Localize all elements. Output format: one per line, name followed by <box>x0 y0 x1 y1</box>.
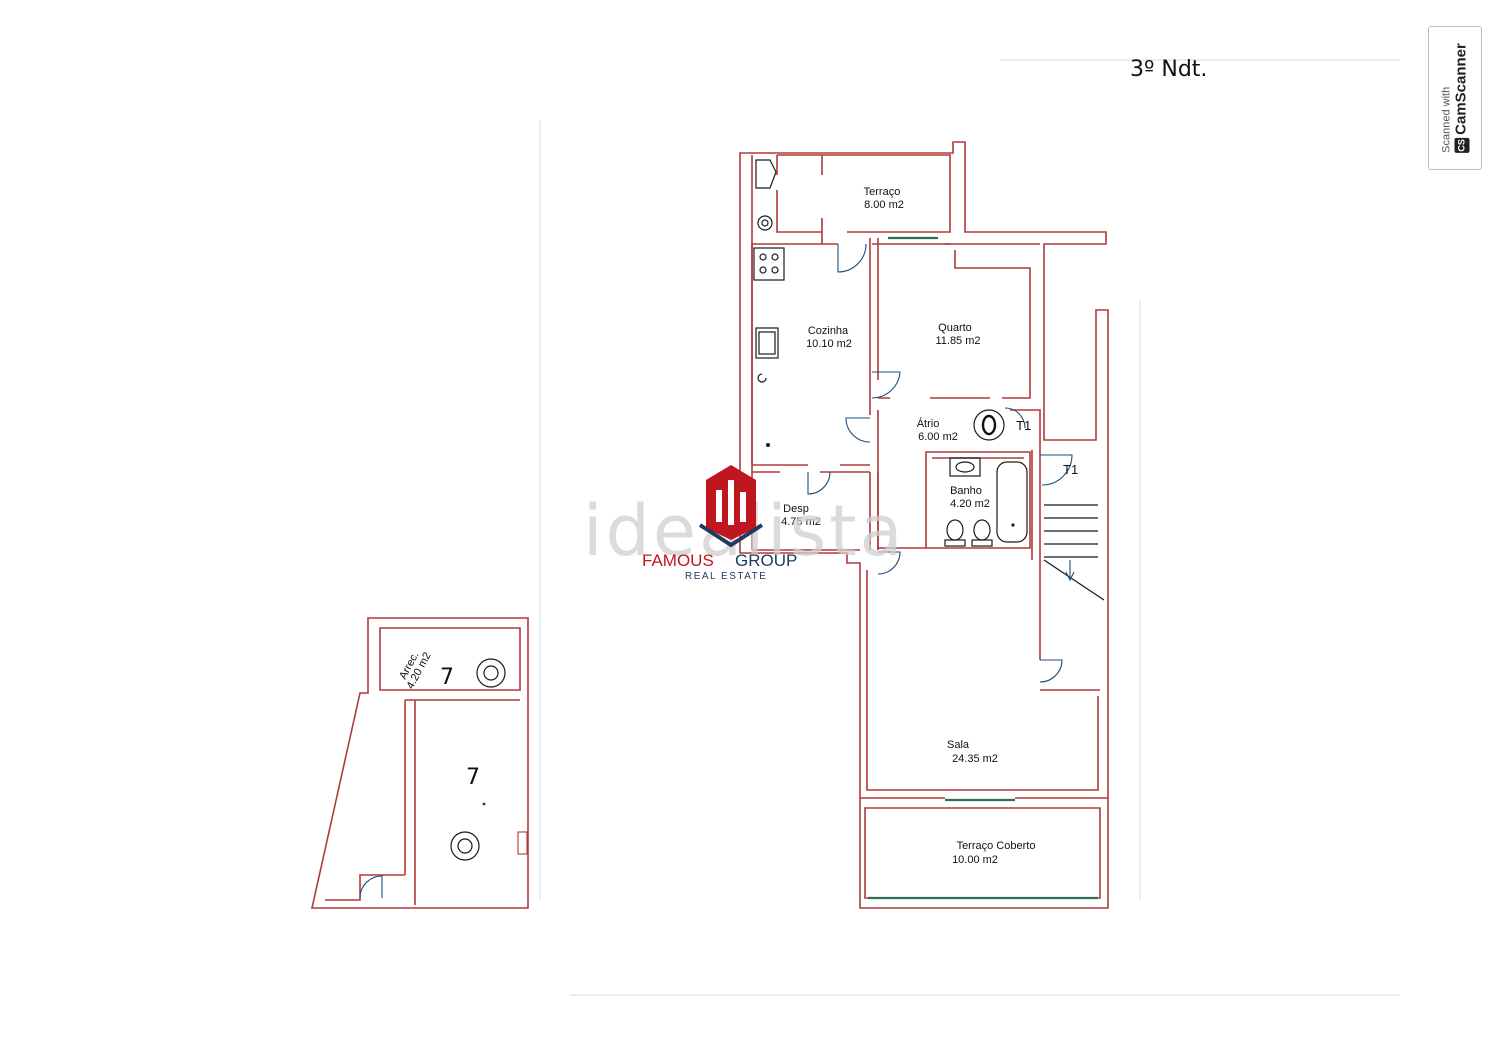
label-atrio-name: Átrio <box>917 417 940 430</box>
room-labels: Terraço 8.00 m2 Cozinha 10.10 m2 Quarto … <box>781 186 1078 866</box>
camscanner-line2: CamScanner <box>1452 43 1470 135</box>
scan-artifacts <box>539 59 1400 996</box>
handwritten-seven-garage: 7 <box>466 765 480 790</box>
label-cozinha-name: Cozinha <box>808 325 849 337</box>
famous-group-logo <box>698 465 764 548</box>
atrio-boiler-symbol <box>973 409 1005 441</box>
handwritten-note: 3º Ndt. <box>1130 57 1207 82</box>
label-banho-area: 4.20 m2 <box>950 498 990 510</box>
label-terraco-name: Terraço <box>864 186 901 198</box>
camscanner-logo-icon: CS <box>1454 137 1470 153</box>
tag-t1-atrio: T1 <box>1016 418 1031 433</box>
label-banho-name: Banho <box>950 485 982 497</box>
tag-t1-stair: T1 <box>1063 462 1078 477</box>
brand-real-estate: REAL ESTATE <box>685 571 767 582</box>
label-terraco-coberto-name: Terraço Coberto <box>957 840 1036 852</box>
label-desp-name: Desp <box>783 503 809 515</box>
apartment-plan <box>739 141 1109 909</box>
label-quarto-name: Quarto <box>938 322 972 334</box>
label-desp-area: 4.75 m2 <box>781 516 821 528</box>
label-cozinha-area: 10.10 m2 <box>806 338 852 350</box>
handwritten-seven-arrec: 7 <box>440 665 454 690</box>
label-atrio-area: 6.00 m2 <box>918 431 958 443</box>
staircase <box>1043 504 1105 601</box>
label-quarto-area: 11.85 m2 <box>935 335 980 347</box>
camscanner-line2-wrap: CS CamScanner <box>1453 43 1470 153</box>
camscanner-badge: Scanned with CS CamScanner <box>1428 26 1482 170</box>
doors <box>807 243 1073 683</box>
windows <box>868 236 1098 900</box>
watermark: idealista FAMOUS GROUP REAL ESTATE <box>583 465 903 582</box>
brand-famous: FAMOUS <box>642 551 714 570</box>
label-sala-name: Sala <box>947 739 970 751</box>
label-terraco-area: 8.00 m2 <box>864 199 904 211</box>
label-sala-area: 24.35 m2 <box>952 753 998 765</box>
storage-garage-plan: 7 7 Arrec. 4.20 m2 <box>311 617 529 909</box>
camscanner-line1: Scanned with <box>1440 86 1453 153</box>
label-terraco-coberto-area: 10.00 m2 <box>952 854 998 866</box>
kitchen-fixtures <box>753 159 785 447</box>
bathroom-fixtures <box>944 457 1028 547</box>
brand-group: GROUP <box>735 551 797 570</box>
